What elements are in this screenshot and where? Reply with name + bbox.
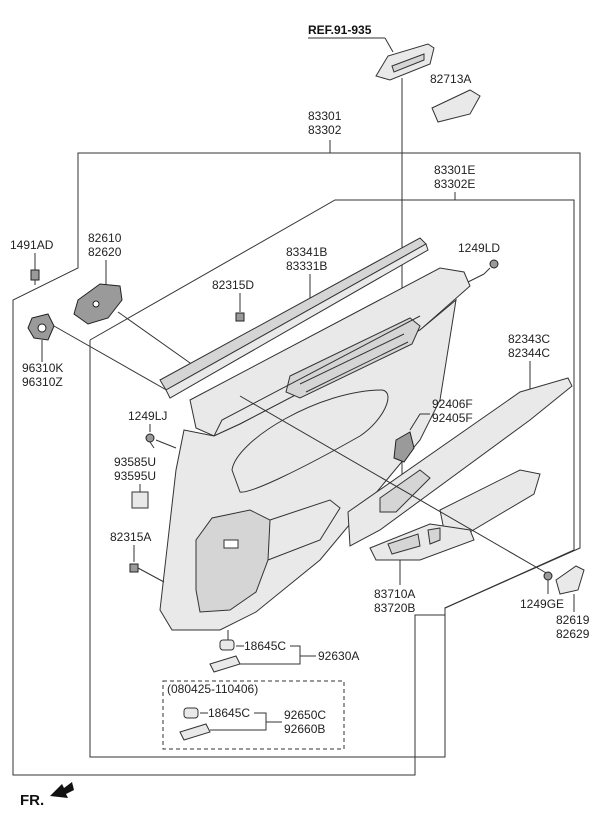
ref-leader <box>384 37 394 53</box>
82713A-part <box>431 89 481 123</box>
label-82344C[interactable]: 82344C <box>508 346 550 360</box>
label-18645C-b[interactable]: 18645C <box>208 706 250 720</box>
bracket-92630A <box>240 645 301 665</box>
label-92650C[interactable]: 92650C <box>284 708 326 722</box>
83341B-weatherstrip <box>159 237 429 399</box>
label-83301[interactable]: 83301 <box>308 109 342 123</box>
92406F-courtesy-lamp <box>393 431 415 463</box>
leader-diagonal-panel <box>239 395 549 575</box>
18645C-bulb-b <box>183 707 199 719</box>
1249LJ-screw <box>145 433 155 449</box>
leader-92406F <box>409 413 430 431</box>
label-1249LD[interactable]: 1249LD <box>458 241 500 255</box>
82315D-clip <box>235 312 245 322</box>
label-82610[interactable]: 82610 <box>88 231 122 245</box>
label-92406F[interactable]: 92406F <box>432 397 473 411</box>
label-93595U[interactable]: 93595U <box>114 469 156 483</box>
label-18645C-a[interactable]: 18645C <box>244 639 286 653</box>
dashed-variant-box <box>162 680 345 750</box>
label-93585U[interactable]: 93585U <box>114 455 156 469</box>
92630A-lamp-lens <box>209 655 241 673</box>
label-96310Z[interactable]: 96310Z <box>22 375 63 389</box>
label-82713A[interactable]: 82713A <box>430 72 471 86</box>
door-trim-panel <box>159 267 471 631</box>
1491AD-clip <box>30 269 40 285</box>
label-83341B[interactable]: 83341B <box>286 245 327 259</box>
label-1249GE[interactable]: 1249GE <box>520 597 564 611</box>
label-83710A[interactable]: 83710A <box>374 587 415 601</box>
label-82620[interactable]: 82620 <box>88 245 122 259</box>
window-switch-ref-part <box>375 43 435 81</box>
leader-handle-to-panel <box>117 311 201 371</box>
leader-82315A-b <box>137 567 165 583</box>
leader-speaker-to-panel <box>53 325 171 393</box>
1249GE-screw <box>543 571 553 594</box>
label-92405F[interactable]: 92405F <box>432 411 473 425</box>
label-83301E[interactable]: 83301E <box>434 163 475 177</box>
front-direction-label: FR. <box>20 792 44 809</box>
ref-label[interactable]: REF.91-935 <box>308 23 372 37</box>
82619-cover <box>555 565 585 595</box>
label-1249LJ[interactable]: 1249LJ <box>128 409 167 423</box>
label-82619[interactable]: 82619 <box>556 613 590 627</box>
front-arrow-icon <box>50 782 74 798</box>
label-date-range[interactable]: (080425-110406) <box>167 682 258 696</box>
1249LD-screw <box>483 259 499 275</box>
label-83302E[interactable]: 83302E <box>434 177 475 191</box>
label-92660B[interactable]: 92660B <box>284 722 325 736</box>
leader-1249LJ-b <box>155 439 177 449</box>
93585U-switch <box>131 491 149 509</box>
82315A-clip <box>129 563 139 573</box>
label-96310K[interactable]: 96310K <box>22 361 63 375</box>
label-82343C[interactable]: 82343C <box>508 332 550 346</box>
83710A-switch-bezel <box>369 523 475 561</box>
label-1491AD[interactable]: 1491AD <box>10 238 54 252</box>
inner-bracket-frame <box>89 192 575 758</box>
label-82315A[interactable]: 82315A <box>110 530 151 544</box>
label-92630A[interactable]: 92630A <box>318 649 359 663</box>
outer-bracket-frame <box>12 140 581 776</box>
92650C-lamp-lens <box>179 723 211 741</box>
label-82629[interactable]: 82629 <box>556 627 590 641</box>
label-83302[interactable]: 83302 <box>308 123 342 137</box>
82610-inside-handle <box>73 283 123 325</box>
18645C-bulb-a <box>219 639 235 651</box>
label-83331B[interactable]: 83331B <box>286 259 327 273</box>
label-83720B[interactable]: 83720B <box>374 601 415 615</box>
label-82315D[interactable]: 82315D <box>212 278 254 292</box>
96310K-speaker-part <box>27 313 55 341</box>
